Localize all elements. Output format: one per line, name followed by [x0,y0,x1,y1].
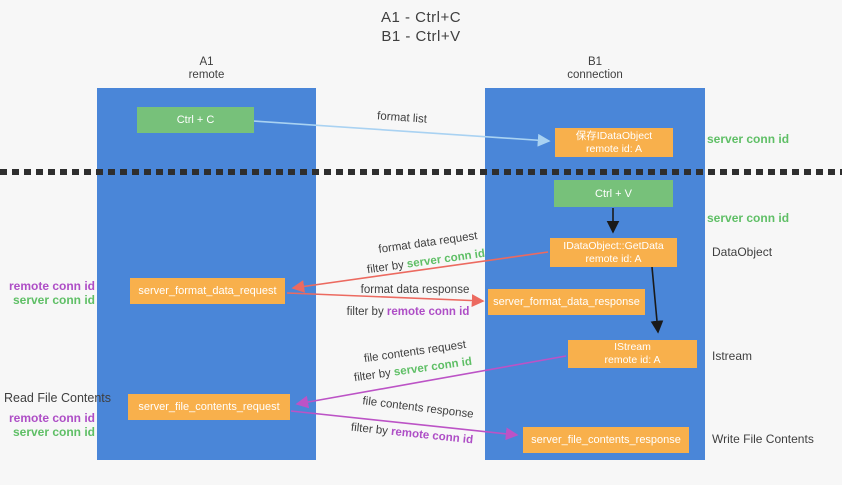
node-istream-line2: remote id: A [604,354,661,366]
node-save-dataobject-line1: 保存IDataObject [575,129,653,142]
server-conn-id-label: server conn id [12,293,95,307]
node-server-format-data-response: server_format_data_response [488,289,645,315]
node-istream: IStream remote id: A [568,340,697,368]
node-save-dataobject: 保存IDataObject remote id: A [555,128,673,157]
side-label-istream: Istream [712,349,753,363]
node-server-format-data-request-label: server_format_data_request [138,285,277,297]
lifeline-a1-name: A1 [199,56,214,68]
title-line-a1: A1 - Ctrl+C [380,9,462,26]
node-ctrl-c: Ctrl + C [137,107,254,133]
remote-conn-id-label: remote conn id [8,411,95,425]
title-line-b1: B1 - Ctrl+V [381,28,461,45]
server-conn-id-label: server conn id [12,425,95,439]
remote-conn-id-keyword: remote conn id [386,306,470,318]
side-label-dataobject: DataObject [712,245,773,259]
node-server-file-contents-response: server_file_contents_response [523,427,689,453]
arrow-format-data-response [286,292,485,307]
side-label-conn-ids-left-1: remote conn id server conn id [0,279,95,307]
filter-by-text: filter by [346,306,384,318]
lifeline-a1-role: remote [188,69,225,81]
node-ctrl-v-label: Ctrl + V [595,187,632,200]
diagram-title: A1 - Ctrl+C B1 - Ctrl+V [0,8,842,46]
arrow-format-data-request [291,251,549,293]
node-ctrl-c-label: Ctrl + C [176,114,215,126]
arrow-file-contents-request [295,355,567,409]
label-filter-by-remote-conn-id-1: filter by remote conn id [347,306,470,318]
arrow-getdata-to-istream [650,266,664,334]
node-server-file-contents-response-label: server_file_contents_response [531,434,681,446]
node-ctrl-v: Ctrl + V [554,180,673,207]
arrow-format-list [252,120,551,147]
node-idataobject-getdata: IDataObject::GetData remote id: A [550,238,677,267]
lifeline-header-b1: B1 connection [485,56,705,82]
node-server-format-data-request: server_format_data_request [130,278,285,304]
node-idataobject-getdata-line1: IDataObject::GetData [563,239,664,252]
side-label-conn-ids-left-2: remote conn id server conn id [0,411,95,439]
lifeline-b1-name: B1 [587,56,603,68]
node-idataobject-getdata-line2: remote id: A [585,252,642,265]
node-server-file-contents-request: server_file_contents_request [128,394,290,420]
node-save-dataobject-line2: remote id: A [585,142,643,155]
lifeline-header-a1: A1 remote [97,56,316,82]
side-label-server-conn-id-top: server conn id [707,132,790,146]
lifeline-b1-role: connection [567,69,623,81]
node-server-file-contents-request-label: server_file_contents_request [138,401,280,413]
side-label-server-conn-id-mid: server conn id [707,211,790,225]
side-label-read-file-contents: Read File Contents [4,391,112,405]
label-format-data-response: format data response [360,284,470,296]
remote-conn-id-label: remote conn id [8,279,95,293]
node-istream-line1: IStream [614,341,651,353]
node-server-format-data-response-label: server_format_data_response [493,296,640,308]
phase-divider-dotted-line [0,169,842,175]
side-label-write-file-contents: Write File Contents [712,432,814,446]
arrow-file-contents-response [290,410,519,441]
